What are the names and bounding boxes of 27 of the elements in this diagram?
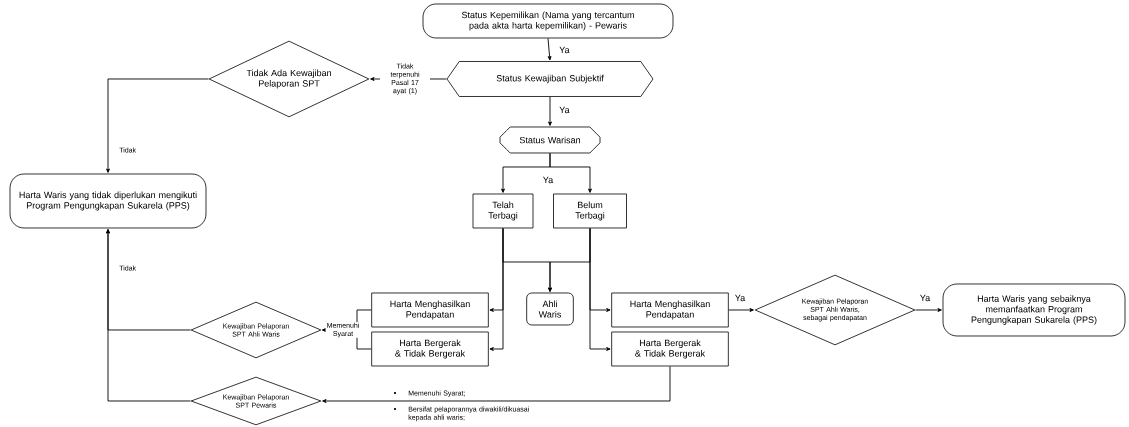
- terminal-box: Harta Waris yang sebaiknya memanfaatkan Program Pengungkapan Sukarela (PPS): [942, 283, 1126, 337]
- arrow: [106, 78, 210, 173]
- edge-label: Ya: [735, 294, 746, 302]
- edge-label: Ya: [559, 106, 570, 114]
- arrow: [914, 308, 942, 312]
- arrow: [547, 37, 552, 61]
- arrow: [106, 229, 192, 402]
- edge-label: Ya: [920, 294, 931, 302]
- arrow: [489, 227, 504, 351]
- arrow: [589, 227, 611, 351]
- arrow: [322, 365, 671, 403]
- process-box: Harta Bergerak & Tidak Bergerak: [371, 331, 489, 367]
- process-box: Harta Bergerak & Tidak Bergerak: [611, 331, 729, 367]
- terminal-box: Harta Waris yang tidak diperlukan mengikuti Program Pengungkapan Sukarela (PPS): [9, 173, 207, 229]
- process-box: Harta Menghasilkan Pendapatan: [371, 292, 489, 328]
- arrow: [549, 152, 592, 193]
- arrow: [728, 308, 754, 312]
- process-box: Belum Terbagi: [553, 193, 627, 229]
- hexagon-box: Status Warisan: [499, 126, 601, 154]
- edge-label: Ya: [543, 176, 554, 184]
- terminal-box: Status Kepemilikan (Nama yang tercantum pada akta harta kepemilikan) - Pewaris: [422, 3, 674, 39]
- terminal-box: Ahli Waris: [526, 292, 574, 326]
- edge-label: Ya: [559, 46, 570, 54]
- arrow: [548, 96, 552, 126]
- process-box: Harta Menghasilkan Pendapatan: [611, 292, 729, 328]
- hexagon-box: Status Kewajiban Subjektif: [446, 61, 654, 97]
- process-box: Telah Terbagi: [472, 193, 534, 229]
